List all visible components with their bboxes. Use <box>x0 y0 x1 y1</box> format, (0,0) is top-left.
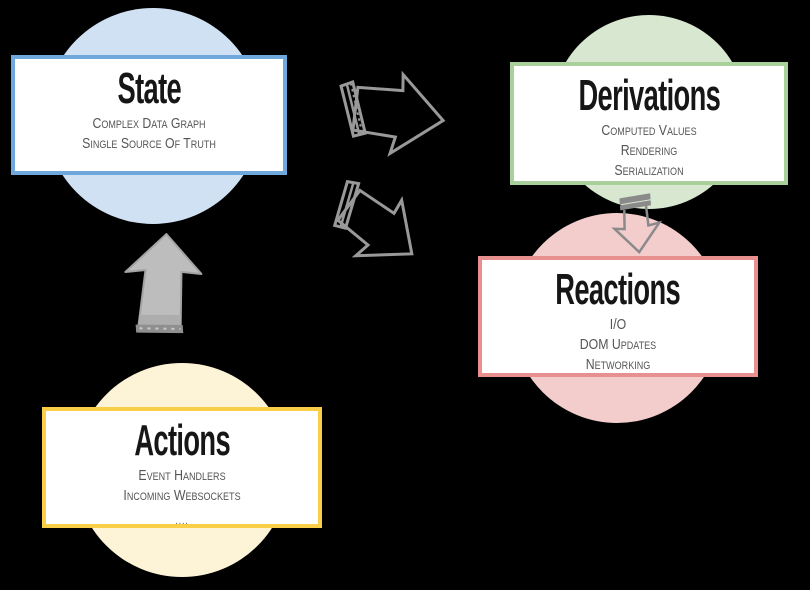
subtitle-line: Single Source Of Truth <box>82 135 216 152</box>
subtitle-line: DOM Updates <box>579 336 657 353</box>
state-box: State Complex Data Graph Single Source O… <box>11 55 287 175</box>
actions-subtitle: Event Handlers Incoming Websockets .... <box>46 466 318 527</box>
reactions-box: Reactions I/O DOM Updates Networking <box>478 256 758 377</box>
reactions-subtitle: I/O DOM Updates Networking <box>482 315 754 375</box>
state-subtitle: Complex Data Graph Single Source Of Trut… <box>15 114 283 154</box>
actions-to-state-arrow-icon <box>124 233 203 334</box>
subtitle-line: Serialization <box>614 162 684 179</box>
subtitle-line: Rendering <box>620 142 678 159</box>
actions-title: Actions <box>134 416 230 465</box>
subtitle-line: I/O <box>609 316 627 333</box>
subtitle-line: Computed Values <box>601 122 697 139</box>
subtitle-line: Complex Data Graph <box>92 115 206 132</box>
state-to-reactions-arrow-icon <box>332 179 414 258</box>
derivations-box: Derivations Computed Values Rendering Se… <box>510 62 788 185</box>
subtitle-line: .... <box>175 515 189 527</box>
actions-box: Actions Event Handlers Incoming Websocke… <box>42 407 322 528</box>
reactions-title: Reactions <box>555 265 681 314</box>
subtitle-line: Event Handlers <box>138 467 226 484</box>
subtitle-line: Incoming Websockets <box>123 487 241 504</box>
derivations-title: Derivations <box>578 71 720 120</box>
subtitle-line: Networking <box>585 356 651 373</box>
state-title: State <box>117 64 181 113</box>
derivations-subtitle: Computed Values Rendering Serialization <box>514 121 784 181</box>
derivations-to-reactions-arrow-icon <box>611 193 663 255</box>
state-to-derivations-arrow-icon <box>339 70 446 157</box>
